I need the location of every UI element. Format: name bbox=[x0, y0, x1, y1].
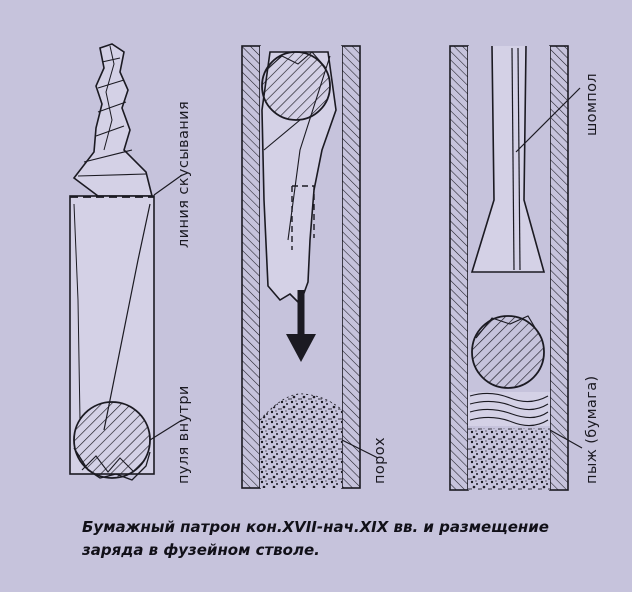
ramrod-label: шомпол bbox=[584, 72, 600, 136]
bite-line-label: линия скусывания bbox=[176, 100, 192, 248]
paper-cartridge bbox=[69, 43, 183, 481]
barrel-with-ramrod bbox=[449, 45, 583, 491]
caption-line-1: Бумажный патрон кон.XVII-нач.XIX вв. и р… bbox=[82, 518, 549, 536]
caption-line-2: заряда в фузейном стволе. bbox=[82, 541, 320, 559]
bullet-inside-label: пуля внутри bbox=[176, 385, 192, 484]
wad-label: пыж (бумага) bbox=[584, 375, 600, 484]
barrel-loading-powder bbox=[241, 45, 379, 489]
figure-caption: Бумажный патрон кон.XVII-нач.XIX вв. и р… bbox=[82, 516, 622, 562]
powder-label: порох bbox=[372, 436, 388, 484]
